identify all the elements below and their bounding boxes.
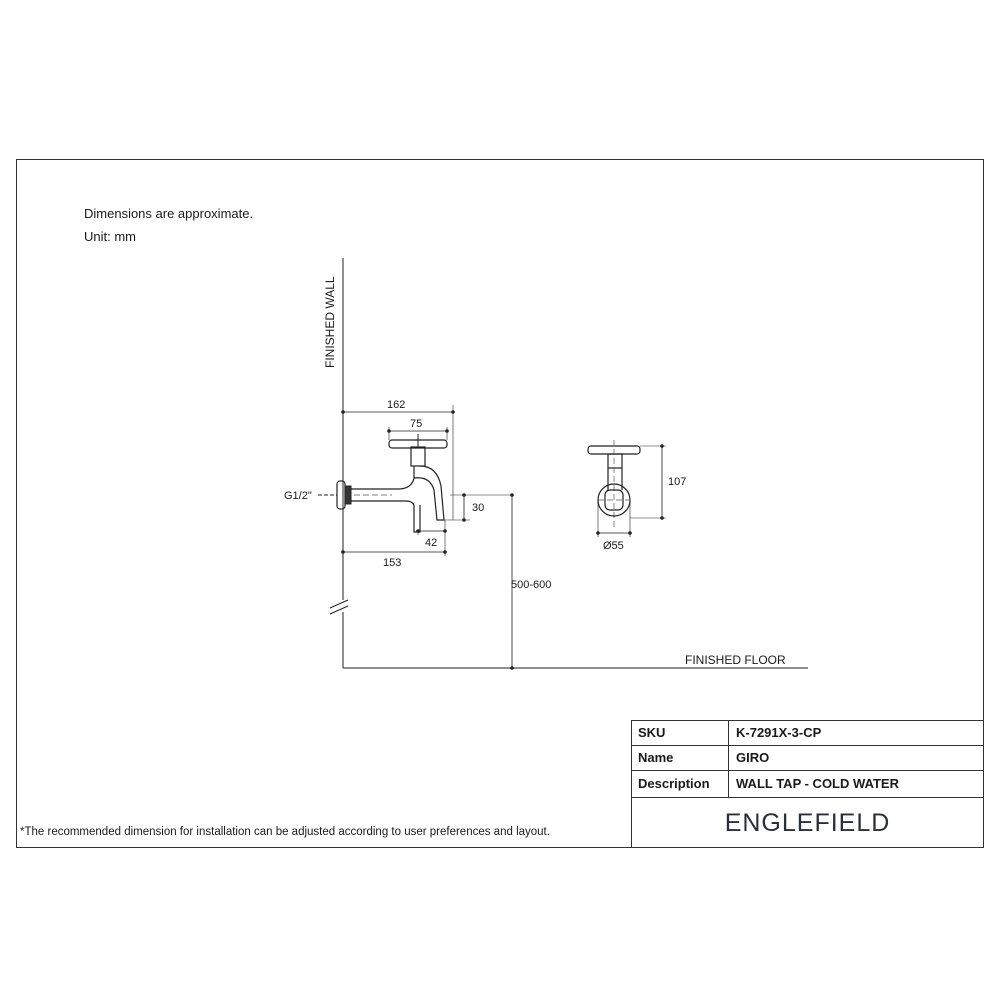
finished-floor-label: FINISHED FLOOR (685, 653, 786, 667)
title-block-row-name: Name GIRO (632, 746, 983, 771)
note-unit: Unit: mm (84, 229, 136, 244)
dim-500-600: 500-600 (511, 579, 551, 591)
flange-nut (344, 485, 352, 505)
break-mark (329, 599, 349, 609)
spout-outlet (413, 505, 421, 533)
drawing-frame (16, 159, 984, 848)
description-value: WALL TAP - COLD WATER (736, 776, 899, 791)
front-spout (604, 489, 624, 511)
thread-label: G1/2" (284, 490, 312, 502)
finished-wall-label: FINISHED WALL (323, 276, 337, 368)
break-mark (329, 605, 349, 615)
dim-75: 75 (410, 418, 422, 430)
name-value: GIRO (736, 750, 770, 765)
title-block-row-sku: SKU K-7291X-3-CP (632, 721, 983, 746)
note-approximate: Dimensions are approximate. (84, 206, 254, 221)
description-label: Description (632, 771, 729, 797)
dim-107: 107 (668, 476, 686, 488)
tap-body (351, 466, 415, 506)
title-block-row-description: Description WALL TAP - COLD WATER (632, 771, 983, 798)
name-label: Name (632, 746, 729, 770)
sku-value: K-7291X-3-CP (736, 725, 822, 740)
dim-42: 42 (425, 537, 437, 549)
dim-153: 153 (383, 557, 401, 569)
handle-stem (410, 446, 426, 467)
title-block: SKU K-7291X-3-CP Name GIRO Description W… (631, 720, 984, 848)
front-handle-stem (607, 453, 623, 469)
dim-55: Ø55 (603, 540, 624, 552)
spout (413, 465, 445, 521)
sku-label: SKU (632, 721, 729, 745)
footnote: *The recommended dimension for installat… (20, 826, 550, 838)
dim-30: 30 (472, 502, 484, 514)
wall-flange (336, 480, 346, 510)
dim-162: 162 (387, 399, 405, 411)
brand-logo: ENGLEFIELD (724, 809, 891, 837)
